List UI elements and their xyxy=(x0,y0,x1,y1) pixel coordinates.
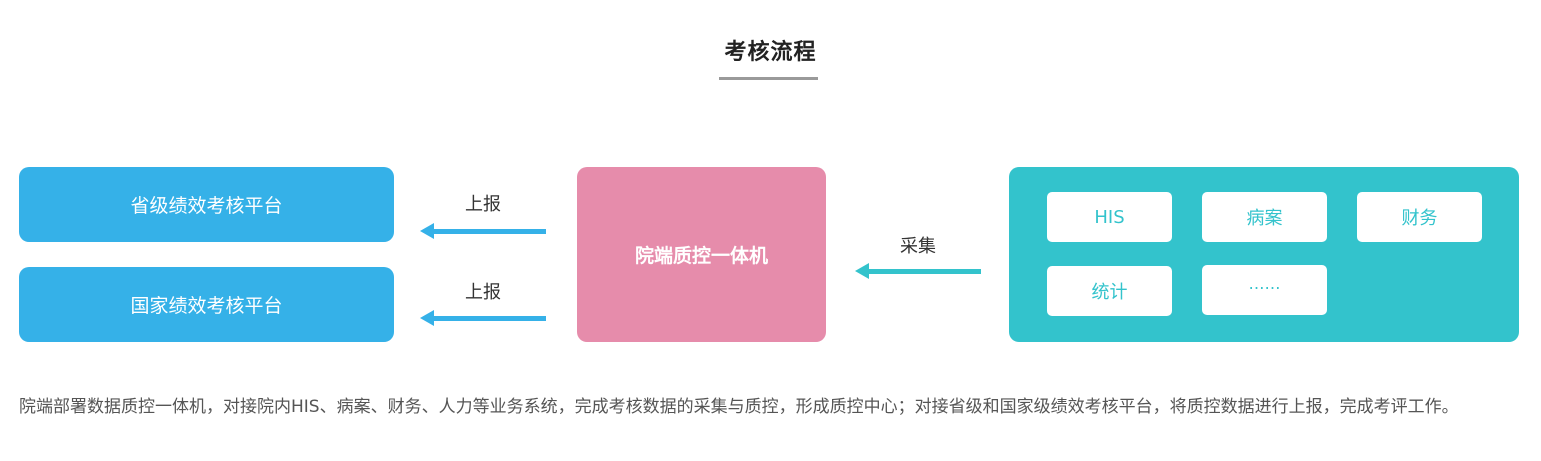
quality-control-machine-box: 院端质控一体机 xyxy=(577,167,826,342)
more-ellipsis: …… xyxy=(1248,273,1281,293)
system-his: HIS xyxy=(1047,192,1172,242)
collect-arrow xyxy=(855,263,981,279)
arrow-left-icon xyxy=(420,310,434,326)
arrow-shaft xyxy=(430,229,546,234)
arrow-left-icon xyxy=(855,263,869,279)
report-arrow-provincial xyxy=(420,223,546,239)
page-title: 考核流程 xyxy=(724,40,817,65)
title-underline xyxy=(719,77,818,80)
report-label-provincial: 上报 xyxy=(465,194,501,215)
arrow-shaft xyxy=(865,269,981,274)
description-text: 院端部署数据质控一体机，对接院内HIS、病案、财务、人力等业务系统，完成考核数据… xyxy=(19,397,1459,417)
system-finance: 财务 xyxy=(1357,192,1482,242)
collect-label: 采集 xyxy=(900,236,936,257)
report-label-national: 上报 xyxy=(465,282,501,303)
system-more: …… xyxy=(1202,265,1327,315)
system-statistics: 统计 xyxy=(1047,266,1172,316)
report-arrow-national xyxy=(420,310,546,326)
system-medical-records: 病案 xyxy=(1202,192,1327,242)
arrow-left-icon xyxy=(420,223,434,239)
arrow-shaft xyxy=(430,316,546,321)
national-platform-box: 国家绩效考核平台 xyxy=(19,267,394,342)
provincial-platform-box: 省级绩效考核平台 xyxy=(19,167,394,242)
